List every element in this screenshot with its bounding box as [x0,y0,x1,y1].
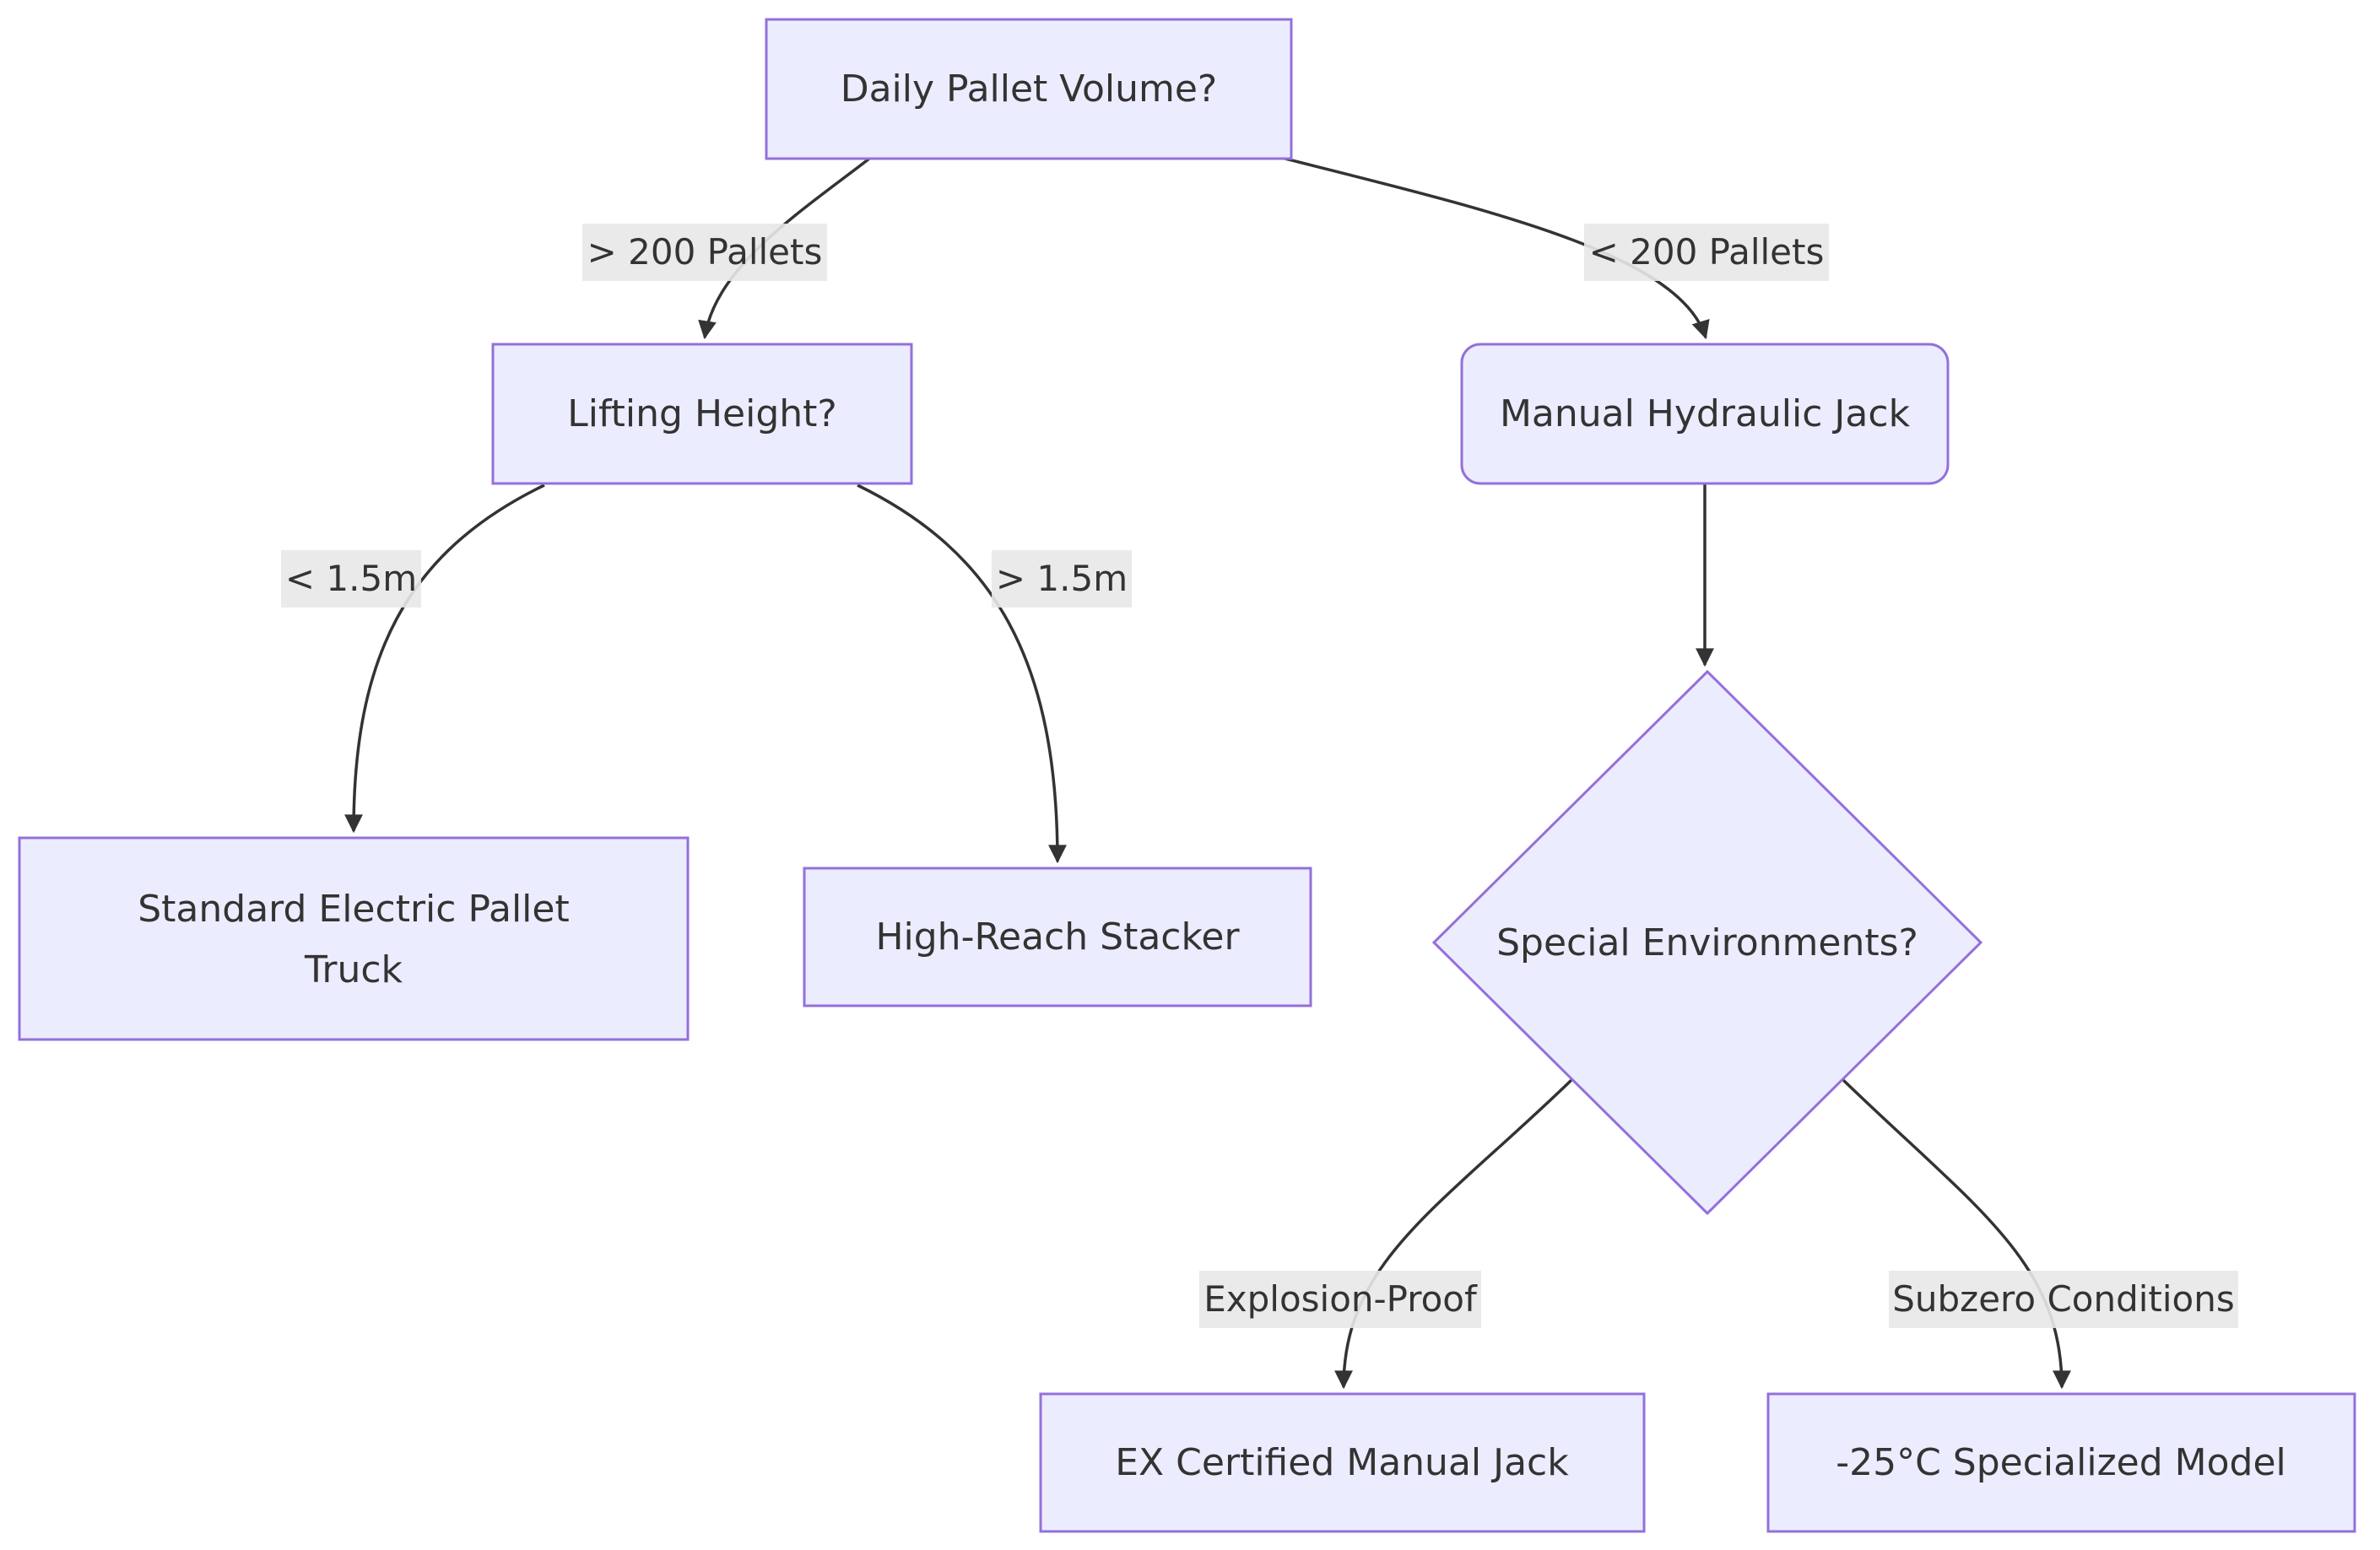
edge-labels: > 200 Pallets < 200 Pallets < 1.5m > 1.5… [281,224,2238,1328]
edge-special-env-to-ex-jack [1334,1078,1573,1390]
node-box [1039,1392,1646,1533]
edge-label-text: < 1.5m [285,558,417,599]
node-label: Manual Hydraulic Jack [1500,392,1911,435]
node-label-line-2: Truck [304,948,403,991]
edge-label-subzero-conditions: Subzero Conditions [1889,1271,2238,1328]
edge-label-text: Subzero Conditions [1892,1278,2235,1320]
node-box [18,836,690,1041]
edge-label-bg [1889,1271,2238,1328]
node-box [803,867,1312,1007]
node-daily-pallet-volume: Daily Pallet Volume? [765,18,1293,160]
node-box [765,18,1293,160]
node-lifting-height: Lifting Height? [491,343,913,485]
edge-label-text: Explosion-Proof [1204,1278,1478,1320]
edge-volume-to-manual-jack [1278,155,1710,340]
edges [344,155,2071,1390]
node-label: -25°C Specialized Model [1836,1441,2286,1484]
node-standard-electric-pallet-truck: Standard Electric Pallet Truck [18,836,690,1041]
nodes: Daily Pallet Volume? Lifting Height? Man… [18,18,2356,1533]
edge-label-bg [281,550,421,608]
node-label: High-Reach Stacker [875,915,1240,959]
node-manual-hydraulic-jack: Manual Hydraulic Jack [1460,343,1950,485]
node-high-reach-stacker: High-Reach Stacker [803,867,1312,1007]
edge-lifting-to-stacker [857,483,1067,864]
edge-label-text: < 200 Pallets [1589,231,1825,273]
edge-label-bg [582,224,827,281]
edge-label-text: > 1.5m [996,558,1128,599]
node-subzero-specialized-model: -25°C Specialized Model [1766,1392,2356,1533]
node-label: Lifting Height? [567,392,837,435]
node-box [1766,1392,2356,1533]
node-label-line-1: Standard Electric Pallet [138,888,569,931]
edge-label-bg [992,550,1132,608]
edge-label-bg [1199,1271,1481,1328]
edge-label-explosion-proof: Explosion-Proof [1199,1271,1481,1328]
node-label: EX Certified Manual Jack [1115,1441,1569,1484]
node-ex-certified-manual-jack: EX Certified Manual Jack [1039,1392,1646,1533]
node-box [1460,343,1950,485]
edge-special-env-to-subzero-model [1842,1078,2071,1390]
node-box [491,343,913,485]
edge-label-gt-1-5m: > 1.5m [992,550,1132,608]
edge-label-text: > 200 Pallets [587,231,823,273]
edge-label-bg [1584,224,1829,281]
edge-label-lt-1-5m: < 1.5m [281,550,421,608]
node-diamond [1431,669,1983,1216]
edge-lifting-to-standard-truck [344,483,545,834]
node-label: Special Environments? [1496,921,1918,964]
edge-label-gt-200-pallets: > 200 Pallets [582,224,827,281]
node-label: Daily Pallet Volume? [841,68,1218,111]
node-special-environments: Special Environments? [1431,669,1983,1216]
edge-label-lt-200-pallets: < 200 Pallets [1584,224,1829,281]
